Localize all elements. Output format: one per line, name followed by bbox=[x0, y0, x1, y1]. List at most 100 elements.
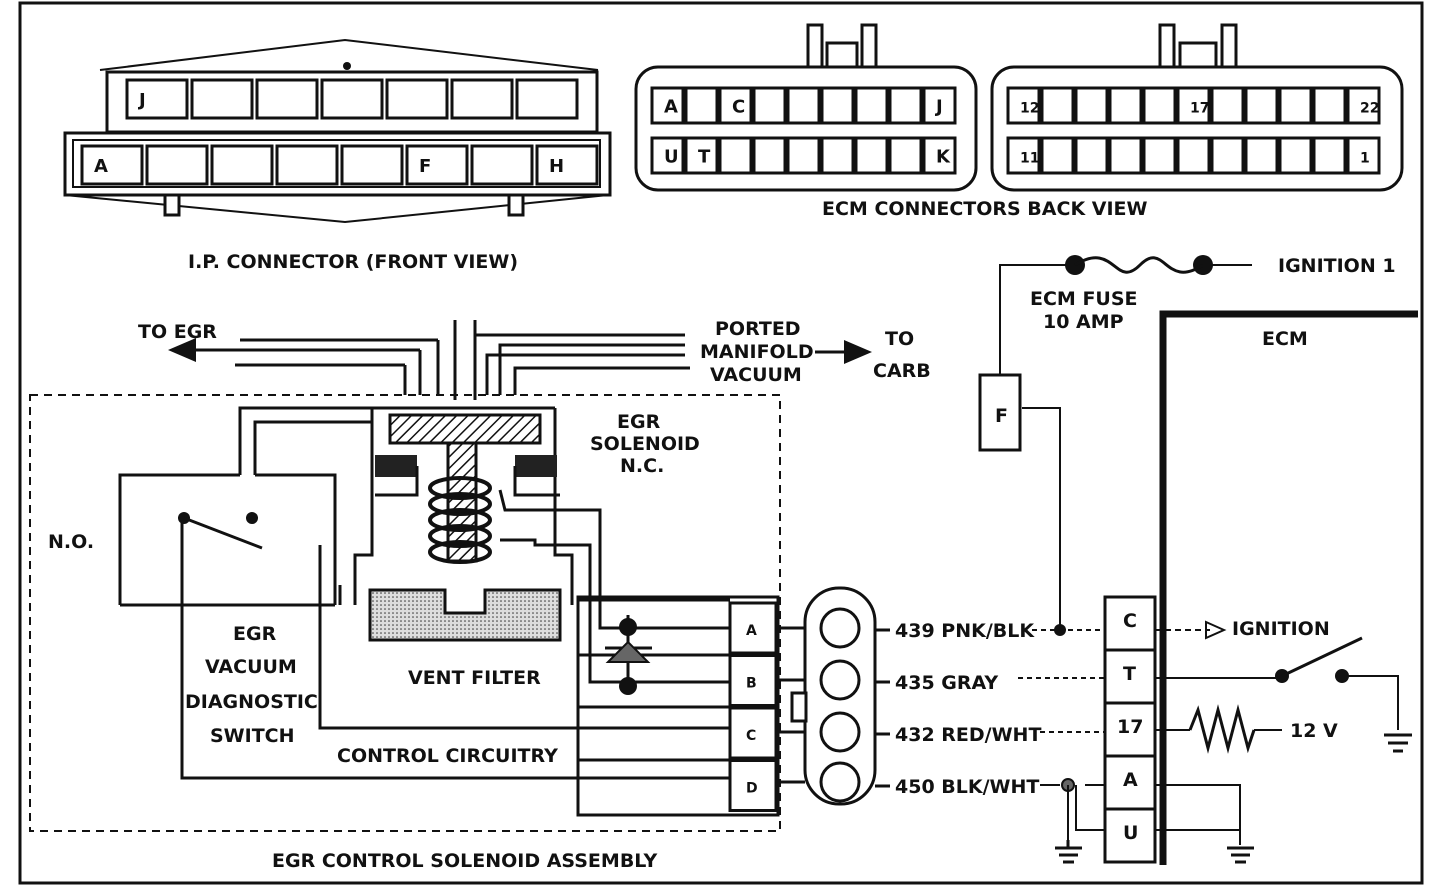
ecm-right-top-cell bbox=[1176, 86, 1211, 125]
ecm-left-top-cell bbox=[854, 86, 889, 125]
ecm-terminal bbox=[1103, 754, 1157, 811]
ecm-terminal-label: 17 bbox=[1117, 716, 1143, 738]
egr-solenoid bbox=[338, 406, 730, 684]
voltage-label: 12 V bbox=[1290, 720, 1338, 742]
ip-bottom-pin-label: F bbox=[419, 156, 431, 177]
ecm-right-bottom-pin-label: 1 bbox=[1360, 151, 1370, 167]
ecm-right-bottom-cell bbox=[1108, 136, 1143, 175]
ecm-left-top-cell bbox=[786, 86, 821, 125]
resistor-icon bbox=[1188, 704, 1256, 754]
solenoid-assembly-boundary bbox=[29, 394, 781, 832]
ecm-right-top-cell bbox=[1006, 86, 1041, 125]
ecm-left-top-cell bbox=[888, 86, 923, 125]
wire-circuit-label: 439 PNK/BLK bbox=[895, 620, 1035, 642]
diagram-border bbox=[18, 1, 1424, 885]
ip-top-cell bbox=[450, 78, 514, 120]
fuse-circuit bbox=[978, 255, 1252, 452]
carb-label: CARB bbox=[873, 360, 931, 382]
ground-icon bbox=[1384, 733, 1412, 753]
ecm-right-top-cell bbox=[1108, 86, 1143, 125]
ecm-left-top-pin-label: J bbox=[934, 97, 943, 118]
ip-bottom-cell bbox=[145, 144, 209, 186]
solenoid-terminal bbox=[728, 706, 778, 760]
armature-plate bbox=[388, 413, 542, 445]
ip-bottom-pin-label: A bbox=[94, 156, 108, 177]
ground-icon bbox=[1227, 846, 1254, 864]
ip-top-cell bbox=[515, 78, 579, 120]
ecm-terminal-label: U bbox=[1123, 822, 1138, 844]
ecm-right-bottom-cell bbox=[1040, 136, 1075, 175]
ip-top-cell bbox=[320, 78, 384, 120]
ecm-left-top-cell bbox=[922, 86, 957, 125]
ecm-right-bottom-cell bbox=[1210, 136, 1245, 175]
ecm-right-bottom-cell bbox=[1244, 136, 1279, 175]
ecm-right-bottom-cell bbox=[1006, 136, 1041, 175]
ecm-right-top-cell bbox=[1312, 86, 1347, 125]
ecm-terminal-label: A bbox=[1123, 769, 1138, 791]
switch-name-1: EGR bbox=[233, 623, 277, 645]
ecm-right-top-pin-label: 22 bbox=[1360, 101, 1379, 117]
switch-name-4: SWITCH bbox=[210, 725, 295, 747]
wire-circuit-label: 450 BLK/WHT bbox=[895, 776, 1039, 798]
ecm-left-top-cell bbox=[650, 86, 685, 125]
ecm-right-top-cell bbox=[1210, 86, 1245, 125]
ecm-left-top-cell bbox=[820, 86, 855, 125]
switch-name-3: DIAGNOSTIC bbox=[185, 691, 318, 713]
ecm-right-top-cell bbox=[1074, 86, 1109, 125]
fuse-pin-label: F bbox=[995, 405, 1008, 427]
solenoid-terminal-label: D bbox=[746, 781, 758, 797]
solenoid-terminal-label: C bbox=[746, 728, 756, 744]
ecm-right-bottom-pin-label: 11 bbox=[1020, 151, 1039, 167]
ecm-right-bottom-cell bbox=[1278, 136, 1313, 175]
ecm-left-bottom-pin-label: K bbox=[936, 147, 951, 168]
ip-bottom-pin-label: H bbox=[549, 156, 564, 177]
to-egr-arrow-icon bbox=[168, 338, 196, 362]
fuse-icon bbox=[1074, 256, 1204, 274]
ecm-right-bottom-cell bbox=[1142, 136, 1177, 175]
ip-top-cell bbox=[385, 78, 449, 120]
ecm-left-bottom-cell bbox=[684, 136, 719, 175]
ecm-internal bbox=[1155, 620, 1412, 864]
wire-circuit-label: 432 RED/WHT bbox=[895, 724, 1041, 746]
ignition-label: IGNITION bbox=[1232, 618, 1330, 640]
ecm-right-bottom-cell bbox=[1074, 136, 1109, 175]
manifold-label: MANIFOLD bbox=[700, 341, 814, 363]
ecm-module bbox=[1159, 310, 1418, 865]
vent-filter-label: VENT FILTER bbox=[408, 667, 541, 689]
solenoid-title-3: N.C. bbox=[620, 455, 664, 477]
ecm-left-top-cell bbox=[752, 86, 787, 125]
ecm-right-bottom-cell bbox=[1346, 136, 1381, 175]
ip-bottom-cell bbox=[210, 144, 274, 186]
ecm-left-top-cell bbox=[684, 86, 719, 125]
ip-top-cell bbox=[255, 78, 319, 120]
harness-connector bbox=[778, 586, 877, 806]
solenoid-title-1: EGR bbox=[617, 411, 661, 433]
ecm-right-bottom-cell bbox=[1176, 136, 1211, 175]
ecm-label: ECM bbox=[1262, 328, 1308, 350]
vacuum-label: VACUUM bbox=[710, 364, 802, 386]
solenoid-title-2: SOLENOID bbox=[590, 433, 700, 455]
ignition-arrow-icon bbox=[1205, 620, 1227, 640]
ported-label: PORTED bbox=[715, 318, 801, 340]
ecm-right-top-pin-label: 12 bbox=[1020, 101, 1039, 117]
ecm-right-top-cell bbox=[1040, 86, 1075, 125]
ip-bottom-cell bbox=[470, 144, 534, 186]
ip-bottom-cell bbox=[275, 144, 339, 186]
ecm-right-top-pin-label: 17 bbox=[1190, 101, 1209, 117]
fuse-label-1: ECM FUSE bbox=[1030, 288, 1138, 310]
ignition1-label: IGNITION 1 bbox=[1278, 255, 1396, 277]
ecm-terminal-label: C bbox=[1123, 610, 1137, 632]
ip-top-cell bbox=[125, 78, 189, 120]
to-carb-arrow-icon bbox=[844, 340, 872, 364]
ground-icon bbox=[1055, 840, 1082, 864]
solenoid-terminal bbox=[728, 654, 778, 707]
ecm-left-bottom-pin-label: U bbox=[664, 147, 679, 168]
control-circuitry-box bbox=[576, 595, 780, 817]
vacuum-lines bbox=[168, 320, 872, 400]
ip-connector-title: I.P. CONNECTOR (FRONT VIEW) bbox=[188, 251, 518, 273]
ecm-left-top-pin-label: A bbox=[664, 97, 678, 118]
ecm-right-bottom-cell bbox=[1312, 136, 1347, 175]
ecm-right-top-cell bbox=[1346, 86, 1381, 125]
